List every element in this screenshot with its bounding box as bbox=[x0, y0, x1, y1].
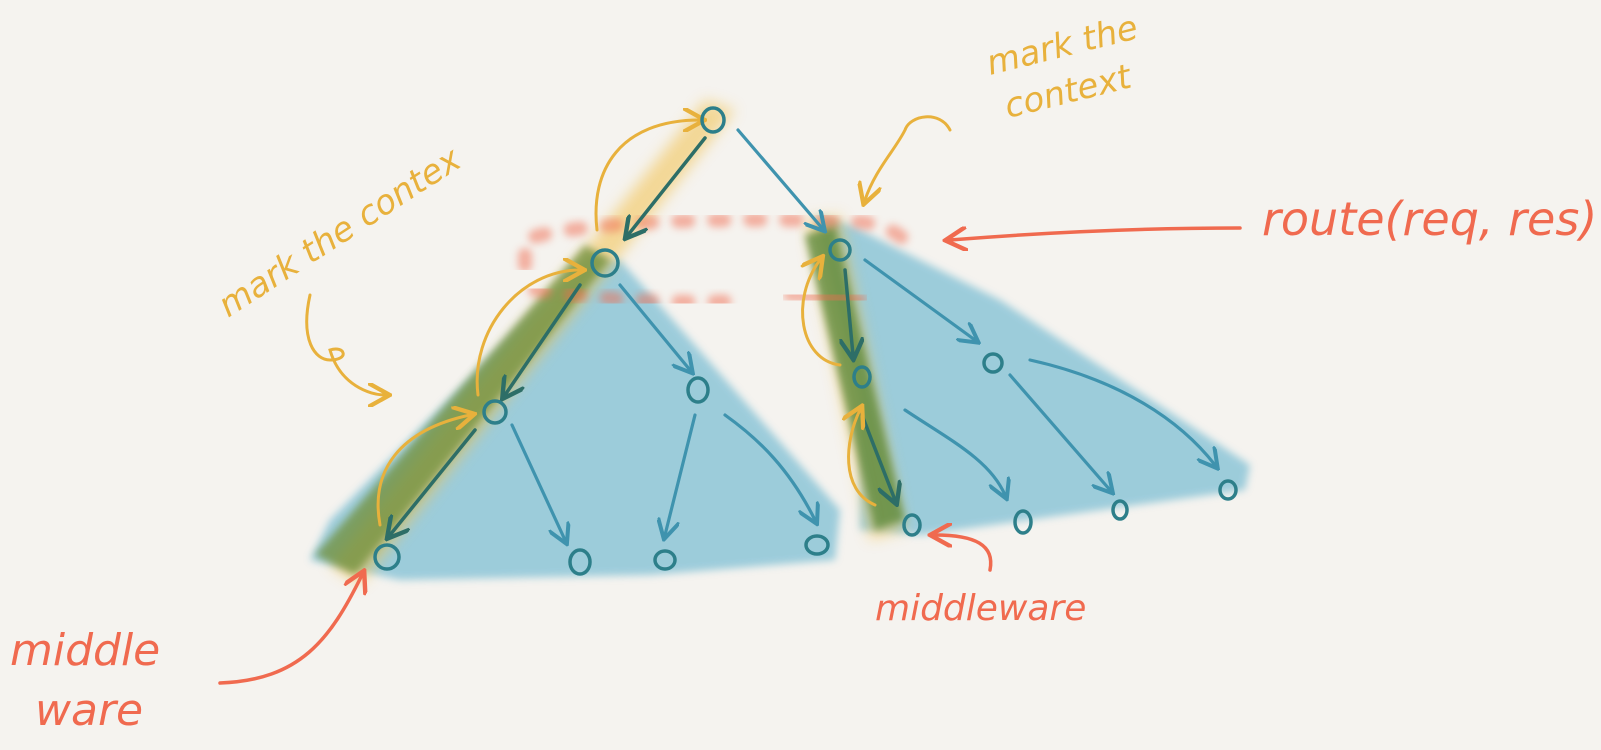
node-l3-d bbox=[804, 534, 830, 556]
label-mark-context-left: mark the contex bbox=[211, 139, 469, 326]
node-l3-f bbox=[1013, 509, 1033, 535]
context-arrows bbox=[305, 117, 952, 527]
node-l3-b bbox=[568, 548, 592, 576]
label-middleware-right: middleware bbox=[875, 588, 1086, 629]
node-l2-d bbox=[982, 352, 1004, 374]
node-l3-c bbox=[653, 549, 677, 571]
left-subtree-area bbox=[310, 255, 840, 580]
annotation-arrows-red bbox=[218, 226, 1242, 685]
node-l3-e bbox=[902, 513, 922, 537]
node-l1-left bbox=[590, 248, 620, 278]
tree-nodes bbox=[373, 106, 1238, 576]
label-route-call: route(req, res) bbox=[1262, 192, 1597, 246]
node-l3-a bbox=[373, 543, 401, 571]
label-middleware-left-2: ware bbox=[35, 685, 143, 736]
node-l3-g bbox=[1111, 499, 1129, 521]
node-l2-a bbox=[482, 399, 508, 425]
tree-edges bbox=[390, 128, 1215, 540]
node-l3-h bbox=[1218, 479, 1238, 501]
node-l1-right bbox=[828, 238, 852, 262]
label-middleware-left-1: middle bbox=[10, 625, 160, 676]
right-subtree-area bbox=[815, 215, 1250, 535]
node-l2-b bbox=[686, 376, 710, 404]
node-l2-c bbox=[852, 365, 872, 389]
node-root bbox=[700, 106, 726, 134]
